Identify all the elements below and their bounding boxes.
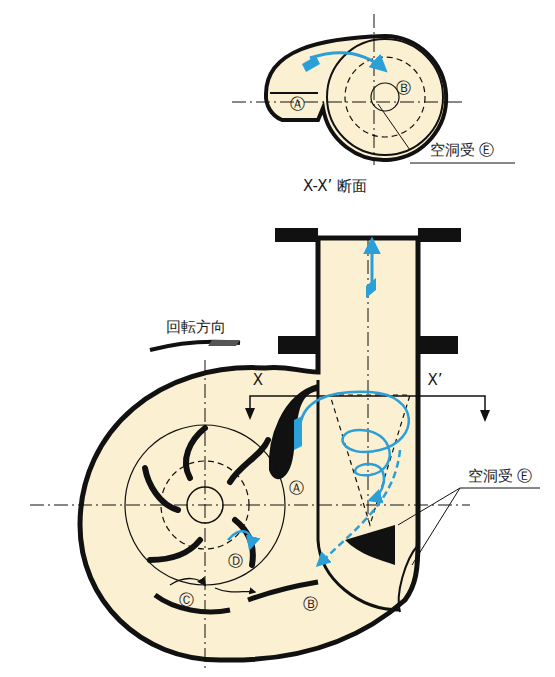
- callout-letter: Ⓓ: [228, 553, 243, 570]
- callout-letter: Ⓒ: [179, 592, 194, 609]
- callout-letter: Ⓐ: [290, 96, 305, 113]
- callout-letter: Ⓐ: [289, 480, 304, 497]
- rotation-label: 回転方向: [166, 319, 226, 336]
- part-name: 空洞受 Ⓔ: [468, 468, 533, 485]
- callout-letter: Ⓑ: [396, 80, 411, 97]
- section-view: [232, 14, 515, 165]
- pump-casing: [30, 228, 540, 670]
- callout-letter: Ⓑ: [303, 596, 318, 613]
- section-title: X-X’ 断面: [303, 178, 367, 195]
- section-mark: X: [253, 372, 263, 389]
- section-mark: X’: [427, 372, 442, 389]
- part-name: 空洞受 Ⓔ: [430, 142, 495, 159]
